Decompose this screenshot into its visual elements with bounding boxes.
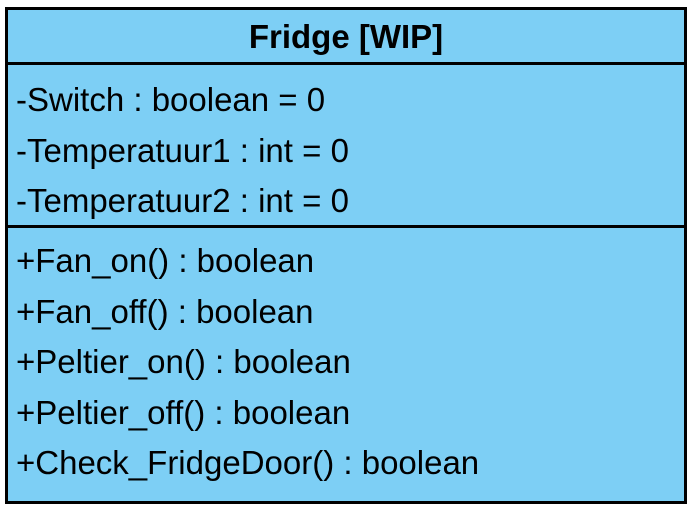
method-fan-off: +Fan_off() : boolean (16, 292, 314, 330)
method-check-fridgedoor: +Check_FridgeDoor() : boolean (16, 444, 480, 481)
class-header: Fridge [WIP] (8, 10, 684, 65)
methods-compartment: +Fan_on() : boolean +Fan_off() : boolean… (8, 228, 684, 489)
attribute-temperatuur1: -Temperatuur1 : int = 0 (16, 131, 349, 169)
method-peltier-off: +Peltier_off() : boolean (16, 393, 351, 431)
attribute-temperatuur2: -Temperatuur2 : int = 0 (16, 182, 349, 219)
method-peltier-on: +Peltier_on() : boolean (16, 343, 351, 380)
method-fan-on: +Fan_on() : boolean (16, 242, 315, 279)
attributes-compartment: -Switch : boolean = 0 -Temperatuur1 : in… (8, 65, 684, 228)
uml-class-box: Fridge [WIP] -Switch : boolean = 0 -Temp… (5, 7, 687, 504)
class-name: Fridge [WIP] (248, 17, 444, 55)
attribute-switch: -Switch : boolean = 0 (16, 81, 326, 118)
